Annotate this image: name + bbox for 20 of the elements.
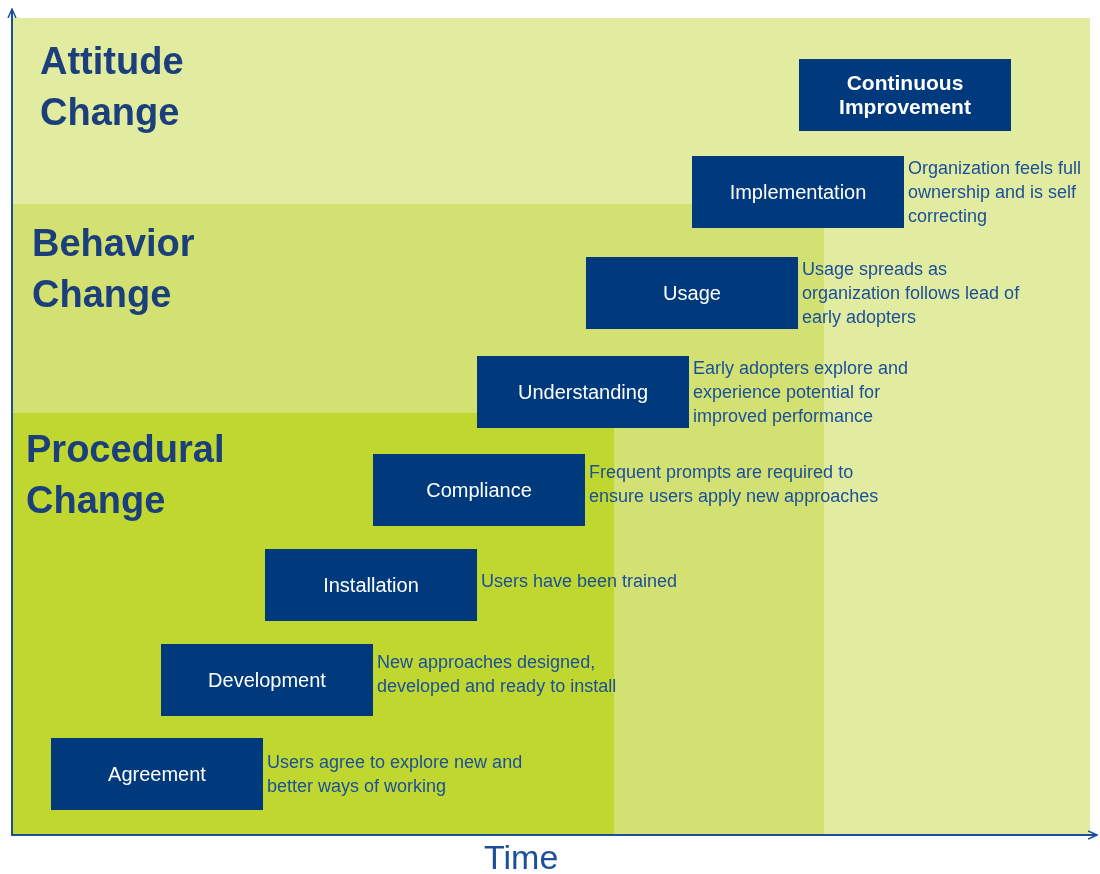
stage-description: Users agree to explore new and better ways of working — [267, 751, 524, 798]
axis-label: Time — [484, 838, 559, 874]
stage-box: Agreement — [51, 738, 263, 810]
stage-band — [12, 18, 1090, 204]
stage-box: Understanding — [477, 356, 689, 428]
stage-box: Development — [161, 644, 373, 716]
stage-description: Usage spreads as organization follows lead of early adopters — [802, 258, 1021, 329]
stage-box: Compliance — [373, 454, 585, 526]
stage-description: Early adopters explore and experience potential for improved performance — [693, 357, 910, 428]
band-heading: Attitude Change — [40, 39, 185, 135]
band-heading: Behavior Change — [32, 221, 196, 317]
stage-box: Implementation — [692, 156, 904, 228]
stage-description: New approaches designed, developed and ready to install — [377, 651, 618, 698]
stage-box: Usage — [586, 257, 798, 329]
stage-box: Installation — [265, 549, 477, 621]
band-heading: Procedural Change — [26, 427, 226, 523]
stage-description: Users have been trained — [481, 570, 679, 593]
stage-description: Organization feels full ownership and is self correcting — [908, 157, 1083, 228]
stage-description: Frequent prompts are required to ensure users apply new approaches — [589, 461, 880, 508]
stage-box: Continuous Improvement — [799, 59, 1011, 131]
